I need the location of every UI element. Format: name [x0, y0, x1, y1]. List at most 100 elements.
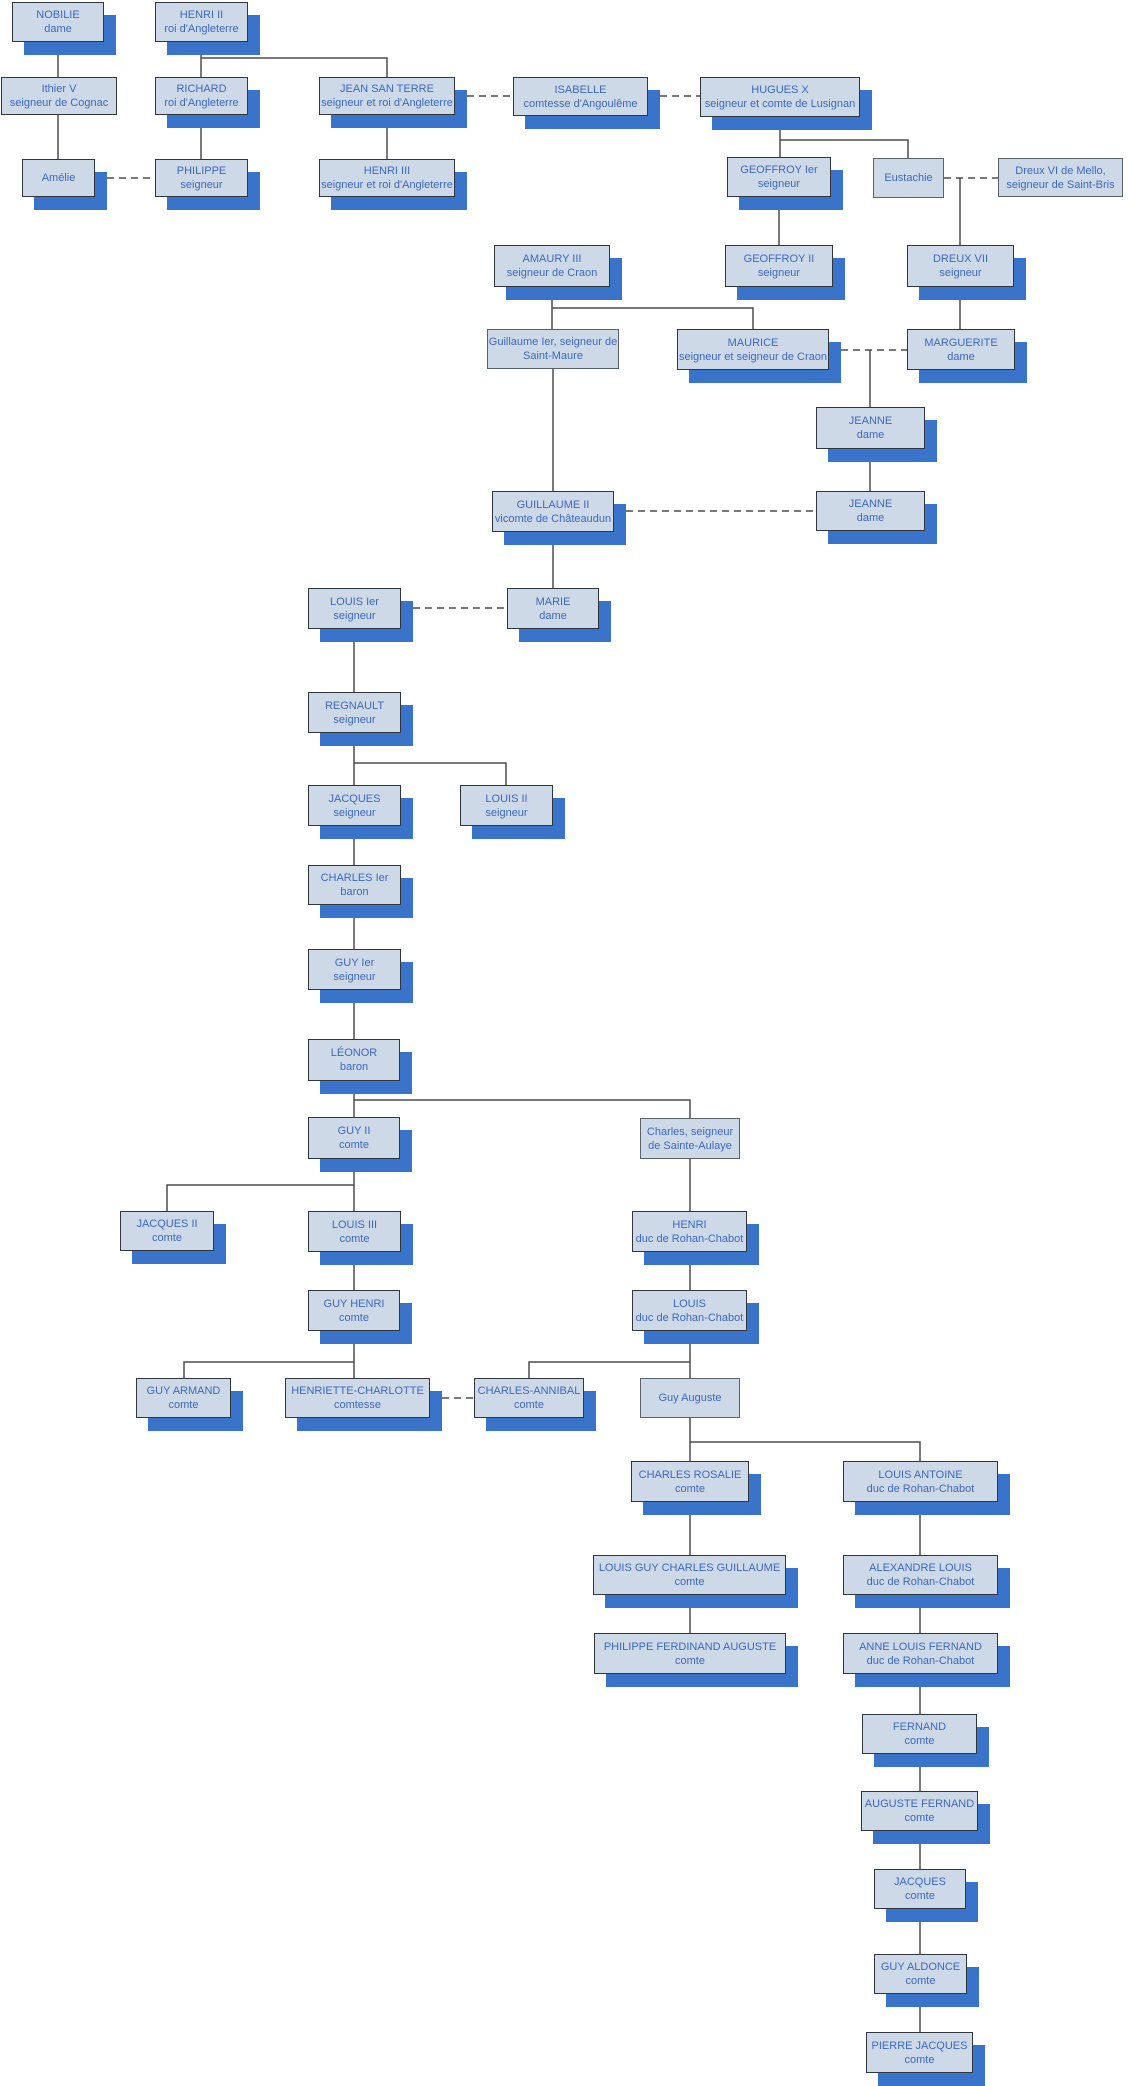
person-name: FERNAND [892, 1721, 947, 1733]
person-subtitle: comte [339, 1232, 370, 1245]
person-name: Dreux VI de Mello, [1015, 164, 1106, 177]
person-name: REGNAULT [324, 699, 385, 712]
person-name: LOUIS ANTOINE [878, 1468, 963, 1481]
person-name: MAURICE [727, 336, 779, 349]
person-subtitle: dame [539, 609, 567, 622]
person-subtitle: comte [675, 1482, 705, 1495]
person-name: PHILIPPE FERDINAND AUGUSTE [603, 1640, 777, 1653]
person-name: AMAURY III [522, 253, 582, 265]
person-name: JACQUES [328, 792, 381, 805]
person-name: CHARLES ROSALIE [638, 1468, 742, 1481]
person-subtitle: dame [44, 23, 72, 35]
person-name: GUY Ier [334, 956, 375, 969]
person-subtitle: duc de Rohan-Chabot [866, 1576, 975, 1588]
person-name: GEOFFROY II [743, 253, 815, 265]
person-subtitle: roi d'Angleterre [164, 97, 239, 109]
person-node-eustachie[interactable]: Eustachie [873, 158, 944, 198]
person-name: HENRIETTE-CHARLOTTE [291, 1385, 424, 1397]
person-name: LOUIS [672, 1297, 706, 1310]
person-subtitle: dame [856, 512, 885, 524]
person-name: PHILIPPE [176, 165, 227, 177]
person-subtitle: dame [947, 350, 975, 363]
person-node-jeanne-2[interactable]: JEANNE dame [816, 491, 925, 531]
person-name: LOUIS II [485, 792, 528, 805]
person-node-dreux-vi[interactable]: Dreux VI de Mello,seigneur de Saint-Bris [998, 158, 1123, 197]
person-subtitle: seigneur et comte de Lusignan [704, 98, 856, 110]
person-name: NOBILIE [36, 9, 80, 21]
person-name: Eustachie [884, 172, 933, 184]
person-subtitle: comtesse d'Angoulême [523, 97, 638, 110]
person-name: PIERRE JACQUES [871, 2039, 968, 2052]
person-subtitle: seigneur [333, 970, 376, 983]
person-subtitle: roi d'Angleterre [164, 23, 239, 35]
person-name: GUY II [337, 1125, 371, 1137]
person-name: AUGUSTE FERNAND [864, 1798, 975, 1810]
person-node-nobilie[interactable]: NOBILIE dame [12, 2, 104, 42]
person-name: Ithier V [41, 83, 77, 95]
person-subtitle: seigneur de Saint-Bris [1006, 178, 1115, 191]
person-node-amelie[interactable]: Amélie [22, 159, 95, 197]
person-subtitle: comte [339, 1311, 369, 1324]
person-subtitle: comte [152, 1232, 182, 1244]
person-name: GEOFFROY Ier [740, 164, 818, 176]
person-node-ithier-v[interactable]: Ithier V seigneur de Cognac [1, 77, 117, 115]
person-node-guy-auguste[interactable]: Guy Auguste [640, 1378, 740, 1418]
person-subtitle: baron [340, 886, 369, 898]
person-name: MARGUERITE [924, 336, 998, 349]
descent-connector [183, 1361, 354, 1378]
descent-connector [780, 139, 909, 158]
person-subtitle: comte [905, 1975, 936, 1987]
person-subtitle: seigneur de Cognac [9, 97, 109, 109]
person-subtitle: comte [905, 1890, 935, 1902]
descent-connector [354, 762, 507, 785]
person-name: JEANNE [848, 498, 893, 510]
person-name: LOUIS GUY CHARLES GUILLAUME [598, 1562, 781, 1574]
